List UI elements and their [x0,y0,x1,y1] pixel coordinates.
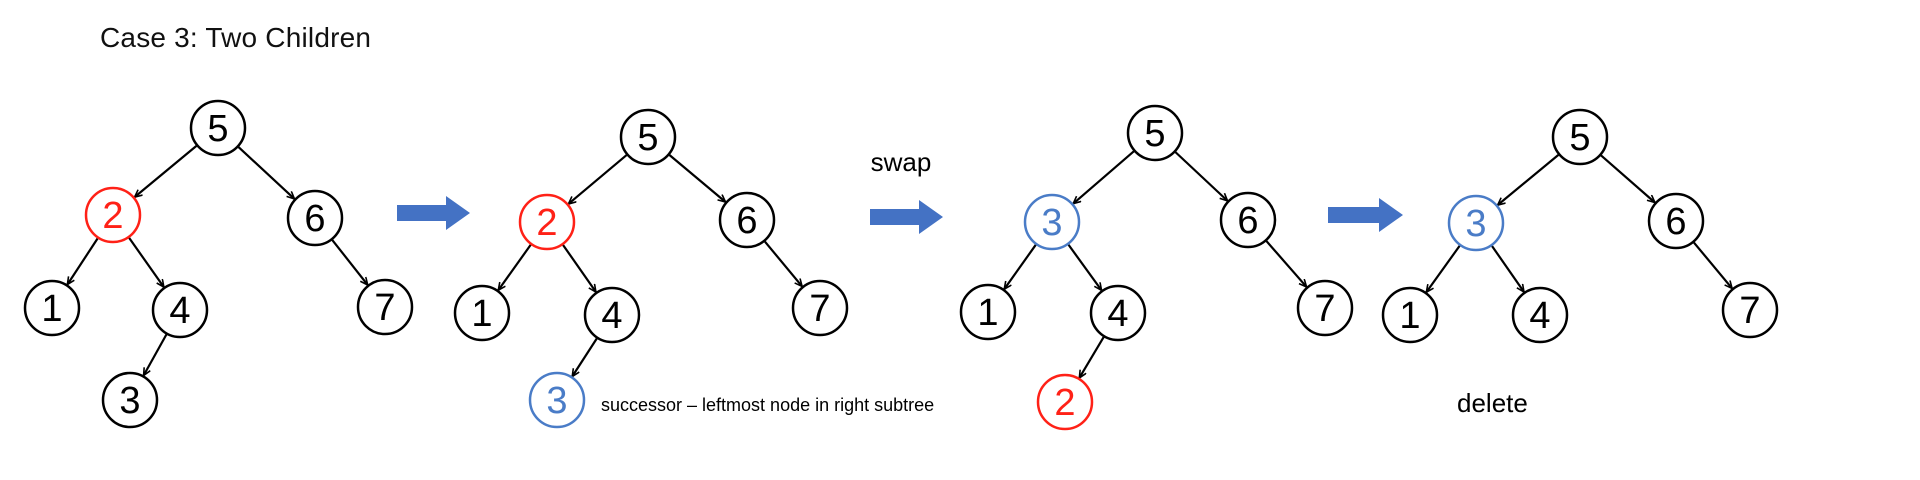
tree-2-successor-found-node-3-circle [528,371,586,429]
tree-1-initial-node-3-label: 3 [119,380,140,422]
tree-2-successor-found-node-3-label: 3 [546,380,567,422]
tree-4-after-delete-node-4-label: 4 [1529,295,1550,337]
tree-2-successor-found-edge-4-3 [572,337,598,377]
tree-2-successor-found-node-4-label: 4 [601,295,622,337]
tree-1-initial-node-7-label: 7 [374,287,395,329]
tree-3-after-swap-edge-3-1 [1004,244,1037,289]
page-title: Case 3: Two Children [100,22,372,53]
tree-1-initial-node-4-label: 4 [169,290,190,332]
tree-4-after-delete-node-3-circle [1447,194,1505,252]
tree-4-after-delete-node-5-circle [1551,108,1609,166]
tree-1-initial-node-5-label: 5 [207,108,228,150]
tree-3-after-swap-node-2-circle [1036,373,1094,431]
tree-3-after-swap-node-5-circle [1126,104,1184,162]
tree-4-after-delete-edge-5-3 [1498,153,1560,205]
tree-3-after-swap-edge-5-3 [1073,150,1135,203]
tree-3-after-swap-edge-3-4 [1067,244,1101,291]
tree-3-after-swap-node-1-label: 1 [977,292,998,334]
tree-2-successor-found-node-5-circle [619,108,677,166]
tree-1-initial-edge-5-2 [135,145,198,197]
tree-2-successor-found-node-5-label: 5 [637,117,658,159]
tree-2-successor-found-edge-5-6 [668,154,725,202]
tree-1-initial-edge-2-4 [128,237,164,287]
tree-3-after-swap-node-3-circle [1023,193,1081,251]
tree-3-after-swap-node-7-label: 7 [1314,288,1335,330]
tree-4-after-delete-node-6-circle [1647,192,1705,250]
tree-1-initial-node-1-label: 1 [41,288,62,330]
tree-2-successor-found-node-4-circle [583,286,641,344]
tree-1-initial-edge-2-1 [67,237,99,284]
tree-3-after-swap-node-4-circle [1089,284,1147,342]
tree-4-after-delete-edge-3-1 [1426,245,1461,292]
tree-1-initial-node-5-circle [189,99,247,157]
tree-3-after-swap-node-6-circle [1219,191,1277,249]
tree-1-initial-node-6-label: 6 [304,198,325,240]
step-arrow-2 [870,200,943,234]
tree-1-initial-node-7-circle [356,278,414,336]
tree-4-after-delete-edge-6-7 [1693,241,1732,289]
tree-2-successor-found-node-7-label: 7 [809,288,830,330]
tree-1-initial-node-3-circle [101,371,159,429]
tree-3-after-swap-node-1-circle [959,283,1017,341]
tree-4-after-delete-node-5-label: 5 [1569,117,1590,159]
tree-2-successor-found-node-2-label: 2 [536,202,557,244]
successor-note: successor – leftmost node in right subtr… [601,395,934,415]
tree-2-successor-found-node-1-label: 1 [471,293,492,335]
tree-3-after-swap-node-3-label: 3 [1041,202,1062,244]
tree-4-after-delete-node-1-circle [1381,286,1439,344]
tree-3-after-swap-node-4-label: 4 [1107,293,1128,335]
tree-3-after-swap-edge-5-6 [1174,151,1227,201]
tree-3-after-swap-edge-4-2 [1079,336,1105,378]
tree-1-initial-edge-6-7 [331,239,367,285]
tree-1-initial-node-1-circle [23,279,81,337]
tree-2-successor-found-node-6-circle [718,191,776,249]
tree-2-successor-found-edge-2-1 [498,244,532,290]
tree-2-successor-found-edge-6-7 [764,240,802,287]
tree-3-after-swap-node-2-label: 2 [1054,382,1075,424]
tree-4-after-delete-node-4-circle [1511,286,1569,344]
delete-label: delete [1457,388,1528,418]
tree-3-after-swap-edge-6-7 [1265,240,1306,287]
tree-4-after-delete-node-1-label: 1 [1399,295,1420,337]
tree-1-initial-node-2-label: 2 [102,195,123,237]
swap-label: swap [871,147,932,177]
tree-3-after-swap-node-5-label: 5 [1144,113,1165,155]
step-arrow-3 [1328,198,1403,232]
tree-2-successor-found-edge-5-2 [568,154,628,204]
step-arrow-1 [397,196,470,230]
tree-4-after-delete-edge-5-6 [1600,154,1655,202]
tree-4-after-delete-node-7-circle [1721,281,1779,339]
tree-2-successor-found-node-1-circle [453,284,511,342]
tree-4-after-delete-node-7-label: 7 [1739,290,1760,332]
tree-2-successor-found-node-2-circle [518,193,576,251]
tree-1-initial-node-4-circle [151,281,209,339]
tree-2-successor-found-node-6-label: 6 [736,200,757,242]
tree-3-after-swap-node-6-label: 6 [1237,200,1258,242]
tree-4-after-delete-edge-3-4 [1491,245,1524,292]
tree-3-after-swap-node-7-circle [1296,279,1354,337]
tree-4-after-delete-node-6-label: 6 [1665,201,1686,243]
tree-2-successor-found-node-7-circle [791,279,849,337]
tree-1-initial-node-6-circle [286,189,344,247]
tree-2-successor-found-edge-2-4 [562,244,596,292]
tree-4-after-delete-node-3-label: 3 [1465,203,1486,245]
tree-1-initial-edge-5-6 [237,146,295,199]
tree-1-initial-node-2-circle [84,186,142,244]
tree-1-initial-edge-4-3 [142,333,168,375]
